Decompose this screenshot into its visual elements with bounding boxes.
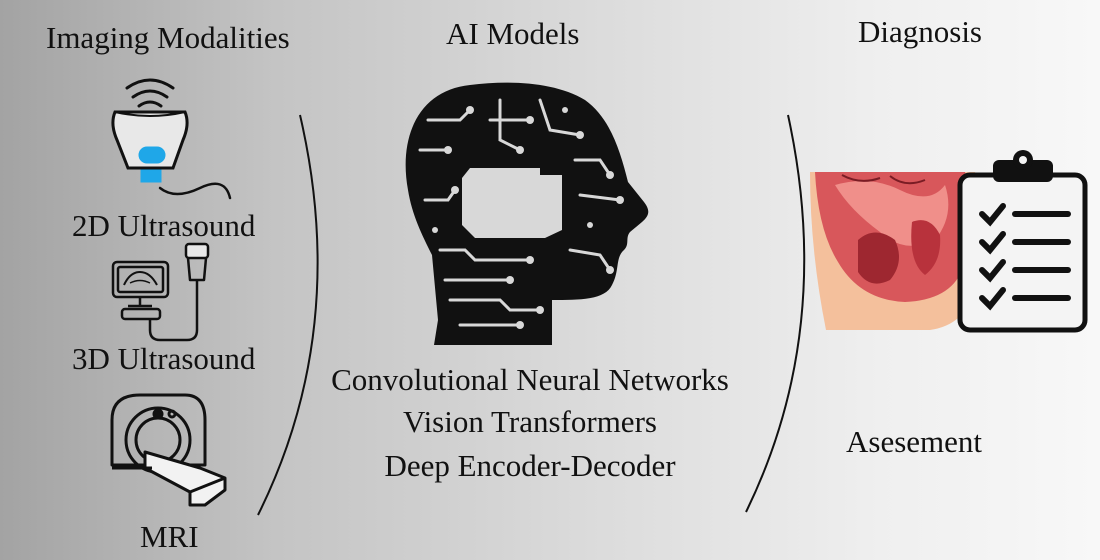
ultrasound-machine-icon (111, 242, 210, 342)
checklist-clipboard-icon (957, 150, 1088, 333)
divider-arc-right (745, 114, 806, 513)
label-encoder-decoder: Deep Encoder-Decoder (384, 448, 676, 483)
header-imaging-modalities: Imaging Modalities (46, 20, 290, 55)
label-mri: MRI (140, 519, 199, 554)
label-3d-ultrasound: 3D Ultrasound (72, 341, 256, 376)
circuit-head-icon (405, 82, 649, 345)
label-vit: Vision Transformers (403, 404, 657, 439)
label-2d-ultrasound: 2D Ultrasound (72, 208, 256, 243)
mri-scanner-icon (110, 393, 227, 507)
ultrasound-probe-icon (111, 78, 232, 200)
divider-arc-left (257, 114, 319, 516)
header-ai-models: AI Models (446, 16, 580, 51)
header-diagnosis: Diagnosis (858, 14, 982, 49)
label-cnn: Convolutional Neural Networks (331, 362, 729, 397)
label-assessment: Asesement (846, 424, 983, 459)
pelvic-anatomy-icon (810, 172, 983, 330)
